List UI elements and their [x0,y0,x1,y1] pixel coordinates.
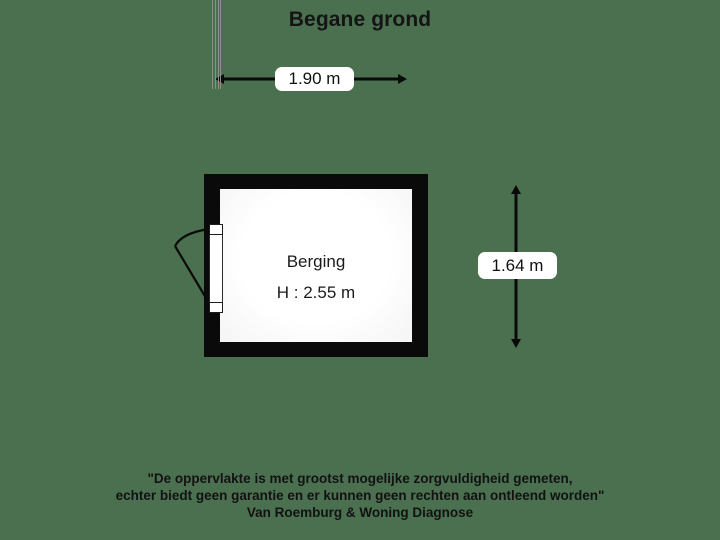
page-title: Begane grond [288,8,432,31]
room-floor [220,189,412,342]
door-slat [220,0,221,89]
room-height-label: H : 2.55 m [276,283,356,302]
footer-disclaimer: "De oppervlakte is met grootst mogelijke… [0,470,720,521]
room-name-label: Berging [286,252,346,271]
dimension-label-height: 1.64 m [478,252,557,279]
door-jamb-bottom [209,302,223,313]
footer-line-2: echter biedt geen garantie en er kunnen … [115,488,605,503]
door-slat [218,0,219,89]
door-slat [215,0,216,89]
footer-line-1: "De oppervlakte is met grootst mogelijke… [147,471,573,486]
dimension-label-width: 1.90 m [275,67,354,91]
footer-line-3: Van Roemburg & Woning Diagnose [246,505,474,520]
door-slat [212,0,213,89]
door-jamb-top [209,224,223,235]
